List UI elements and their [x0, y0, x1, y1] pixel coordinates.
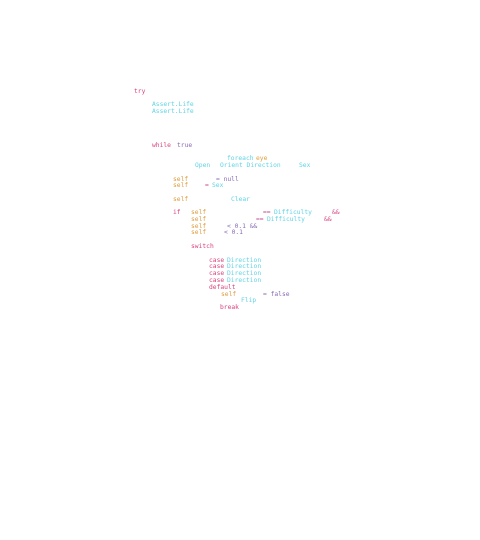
type-sex: Sex: [212, 182, 224, 189]
type-direction: Direction: [227, 277, 262, 284]
assign-null: = null: [216, 176, 239, 183]
keyword-self: self: [191, 229, 207, 236]
assign-false: = false: [263, 291, 290, 298]
type-direction: Direction: [227, 270, 262, 277]
keyword-default: default: [209, 284, 236, 291]
type-difficulty: Difficulty: [274, 209, 312, 216]
type-direction: Direction: [227, 257, 262, 264]
compare-less-than: < 0.1: [224, 229, 243, 236]
method-flip: Flip: [241, 297, 257, 304]
keyword-self: self: [173, 182, 189, 189]
operator-and: &&: [324, 216, 332, 223]
keyword-self: self: [191, 209, 207, 216]
type-sex: Sex: [299, 162, 311, 169]
method-clear: Clear: [231, 196, 250, 203]
operator-and: &&: [332, 209, 340, 216]
keyword-case: case: [209, 257, 225, 264]
keyword-self: self: [173, 196, 189, 203]
keyword-self: self: [191, 223, 207, 230]
keyword-self: self: [191, 216, 207, 223]
operator-assign: =: [205, 182, 209, 189]
type-direction: Direction: [227, 263, 262, 270]
keyword-foreach: foreach: [227, 155, 254, 162]
method-orient-direction: Orient Direction: [220, 162, 281, 169]
keyword-switch: switch: [191, 243, 214, 250]
method-open: Open: [195, 162, 211, 169]
assert-call: Assert.Life: [152, 108, 194, 115]
keyword-case: case: [209, 277, 225, 284]
keyword-try: try: [134, 88, 146, 95]
keyword-break: break: [220, 304, 239, 311]
keyword-self: self: [173, 176, 189, 183]
keyword-while: while: [152, 142, 171, 149]
operator-equals: ==: [263, 209, 271, 216]
keyword-if: if: [173, 209, 181, 216]
variable-eye: eye: [256, 155, 268, 162]
assert-call: Assert.Life: [152, 101, 194, 108]
keyword-self: self: [221, 291, 237, 298]
literal-true: true: [177, 142, 193, 149]
operator-equals: ==: [256, 216, 264, 223]
keyword-case: case: [209, 263, 225, 270]
compare-less-than: < 0.1 &&: [227, 223, 258, 230]
type-difficulty: Difficulty: [267, 216, 305, 223]
keyword-case: case: [209, 270, 225, 277]
